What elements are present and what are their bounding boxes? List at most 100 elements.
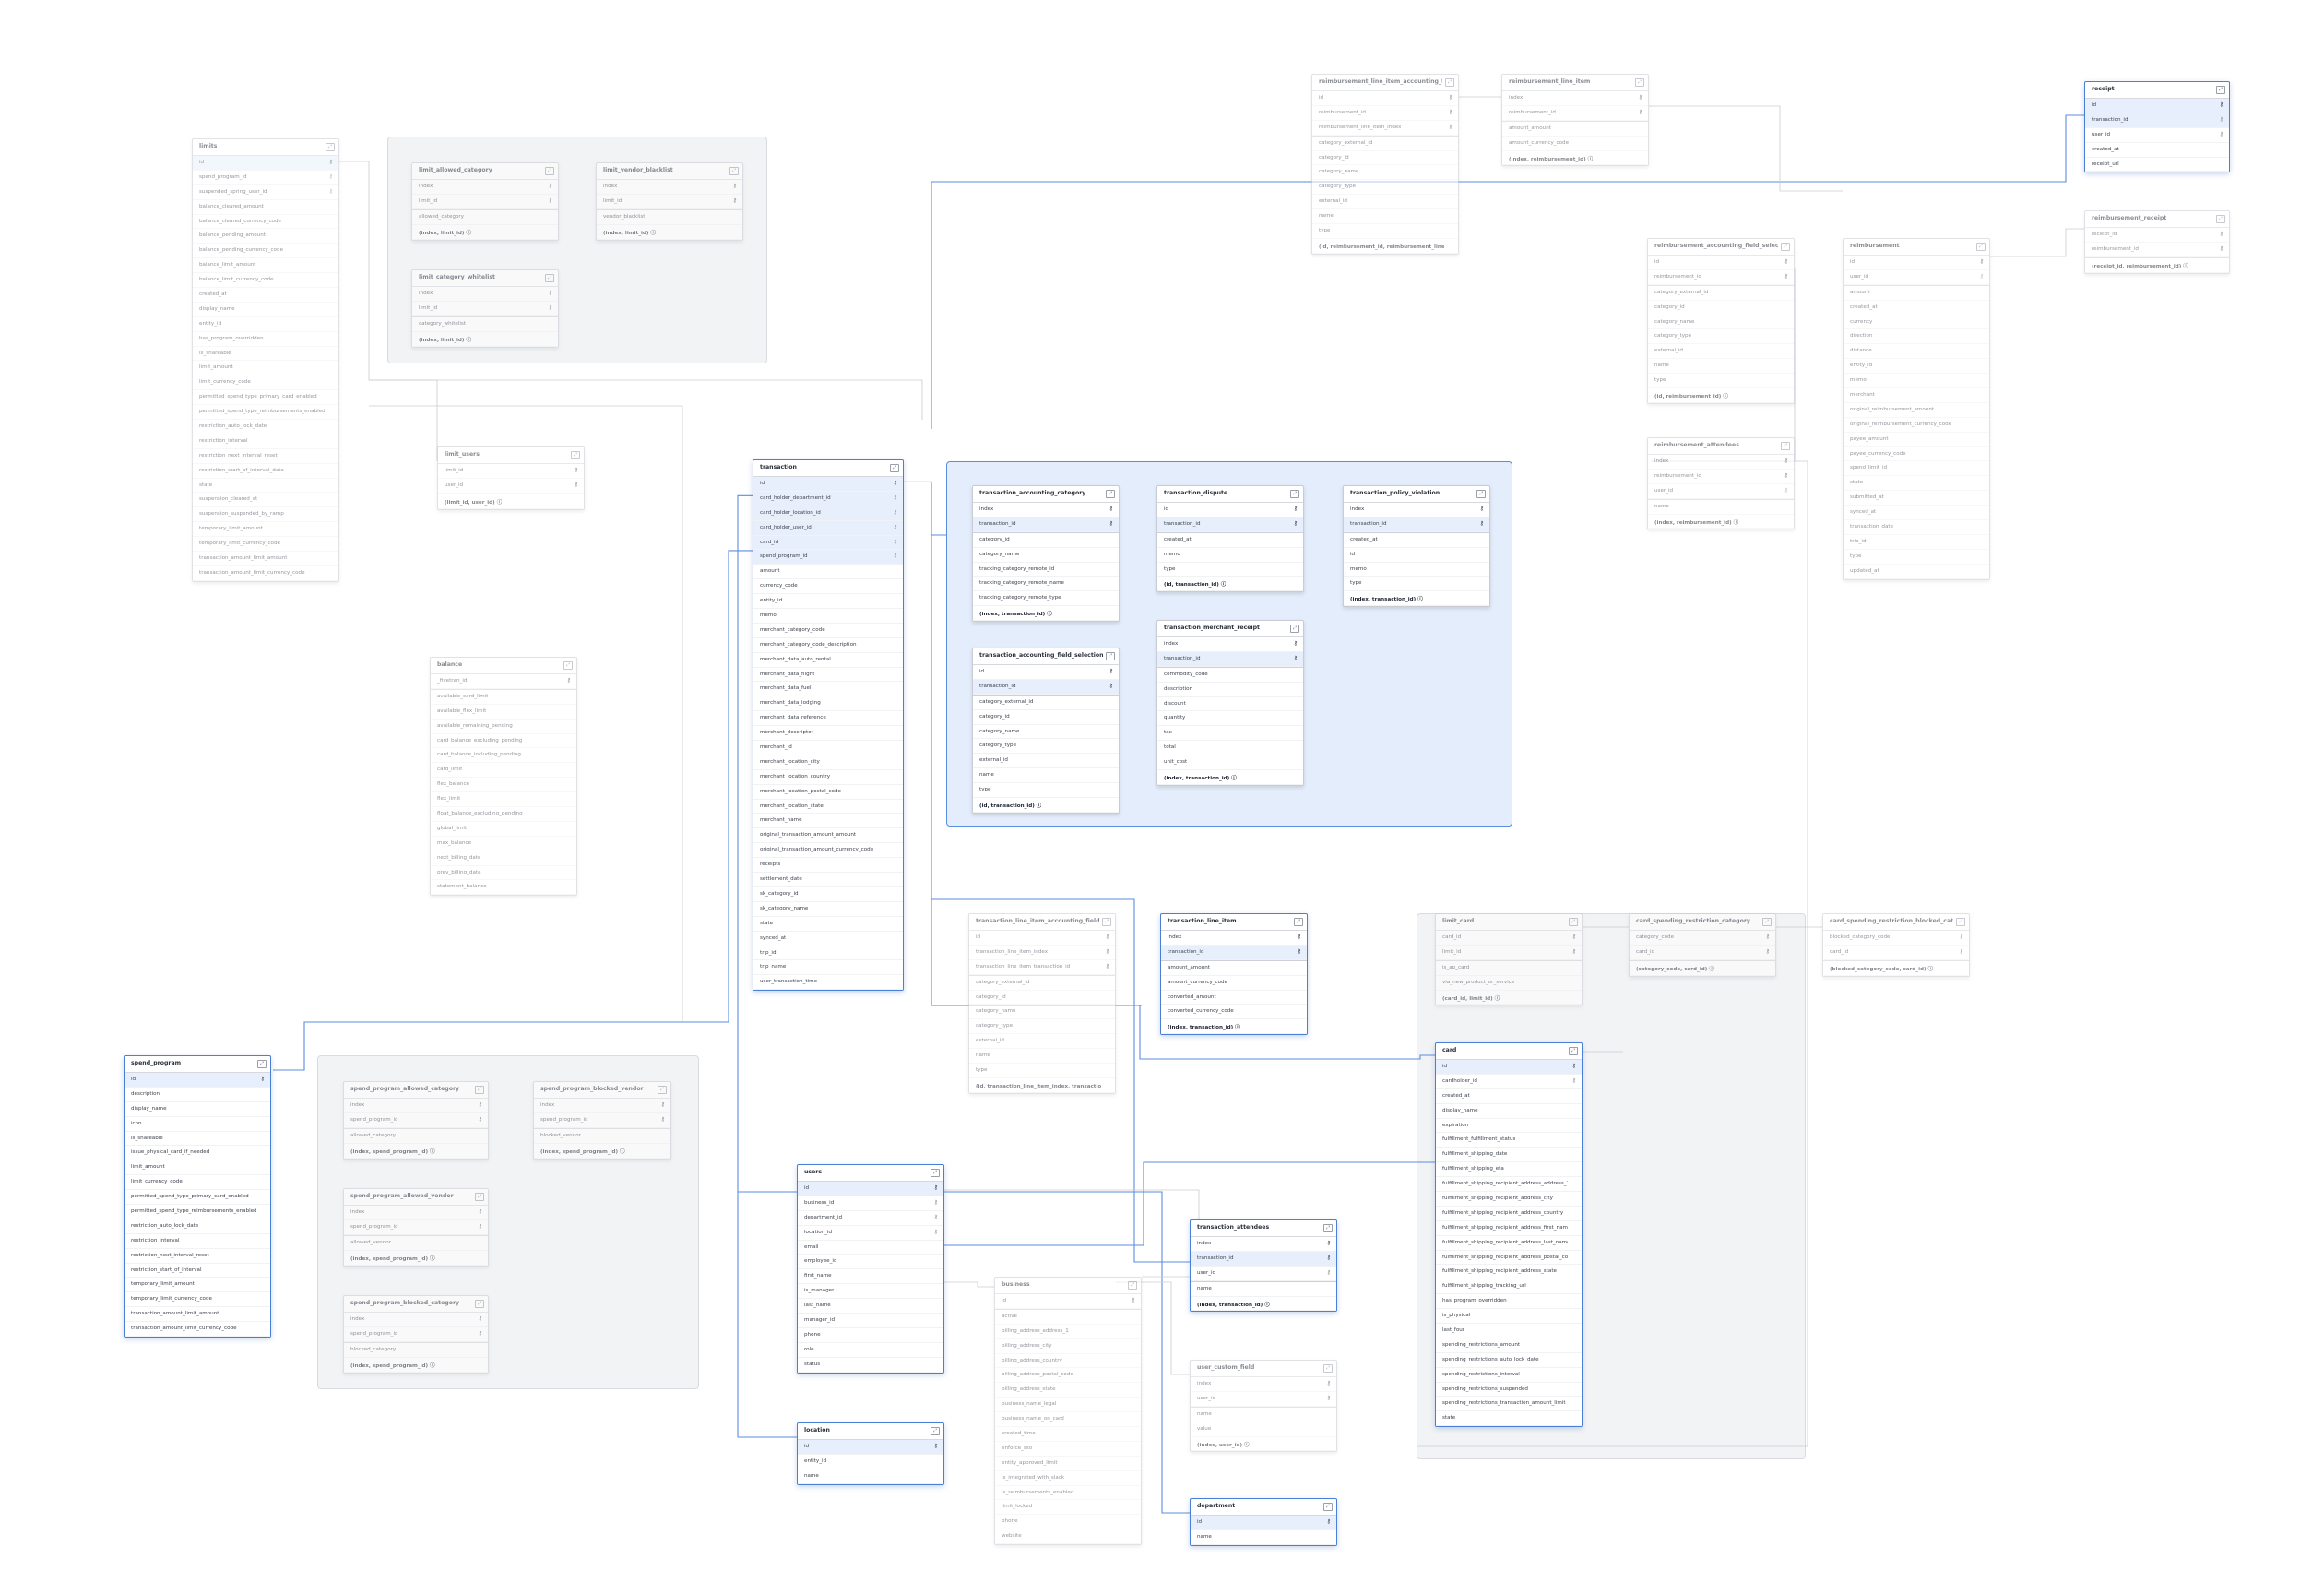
- column-row[interactable]: (index, spend_program_id) ⓘ: [344, 1358, 488, 1373]
- column-row[interactable]: is_reimbursements_enabled: [995, 1486, 1141, 1501]
- column-row[interactable]: limit_id⚷: [412, 195, 558, 209]
- table-header[interactable]: card⤢: [1436, 1043, 1582, 1060]
- table-header[interactable]: spend_program_blocked_vendor⤢: [534, 1082, 670, 1099]
- column-row[interactable]: category_type: [969, 1019, 1115, 1035]
- table-header[interactable]: balance⤢: [431, 658, 576, 674]
- expand-icon[interactable]: ⤢: [931, 1169, 940, 1177]
- column-row[interactable]: balance_pending_amount: [193, 229, 338, 244]
- expand-icon[interactable]: ⤢: [1323, 1364, 1333, 1373]
- column-row[interactable]: merchant_location_state: [753, 800, 903, 815]
- column-row[interactable]: restriction_auto_lock_date: [125, 1219, 270, 1234]
- column-row[interactable]: phone: [798, 1328, 943, 1343]
- table-reimb-acc-field[interactable]: reimbursement_accounting_field_selection…: [1647, 238, 1795, 404]
- table-header[interactable]: transaction_accounting_field_selection⤢: [973, 648, 1119, 665]
- expand-icon[interactable]: ⤢: [1635, 78, 1644, 87]
- column-row[interactable]: id⚷: [1312, 91, 1458, 106]
- column-row[interactable]: type: [1648, 374, 1794, 389]
- column-row[interactable]: card_balance_excluding_pending: [431, 734, 576, 749]
- column-row[interactable]: display_name: [125, 1102, 270, 1117]
- column-row[interactable]: business_id⚷: [798, 1196, 943, 1211]
- column-row[interactable]: transaction_id⚷: [1157, 517, 1303, 532]
- column-row[interactable]: name: [1312, 209, 1458, 225]
- column-row[interactable]: restriction_interval: [125, 1234, 270, 1249]
- table-tx-dispute[interactable]: transaction_dispute⤢id⚷transaction_id⚷cr…: [1156, 485, 1304, 593]
- expand-icon[interactable]: ⤢: [1323, 1224, 1333, 1232]
- expand-icon[interactable]: ⤢: [571, 451, 580, 459]
- column-row[interactable]: limit_currency_code: [125, 1175, 270, 1191]
- column-row[interactable]: limit_id⚷: [412, 302, 558, 316]
- column-row[interactable]: fulfillment_shipping_date: [1436, 1148, 1582, 1163]
- column-row[interactable]: external_id: [1648, 344, 1794, 360]
- column-row[interactable]: allowed_vendor: [344, 1234, 488, 1251]
- table-header[interactable]: limit_category_whitelist⤢: [412, 270, 558, 287]
- column-row[interactable]: balance_limit_currency_code: [193, 273, 338, 289]
- column-row[interactable]: is_shareable: [125, 1132, 270, 1147]
- table-header[interactable]: limit_card⤢: [1436, 914, 1582, 931]
- table-header[interactable]: transaction_line_item_accounting_field_s…: [969, 914, 1115, 931]
- table-users[interactable]: users⤢id⚷business_id⚷department_id⚷locat…: [797, 1164, 944, 1374]
- column-row[interactable]: currency_code: [753, 579, 903, 595]
- column-row[interactable]: fulfillment_shipping_recipient_address_c…: [1436, 1207, 1582, 1221]
- column-row[interactable]: category_id: [973, 531, 1119, 548]
- column-row[interactable]: created_at: [193, 288, 338, 303]
- column-row[interactable]: (index, limit_id) ⓘ: [412, 225, 558, 240]
- column-row[interactable]: merchant_category_code: [753, 624, 903, 638]
- column-row[interactable]: index⚷: [1191, 1377, 1336, 1392]
- column-row[interactable]: restriction_next_interval_reset: [125, 1249, 270, 1264]
- column-row[interactable]: reimbursement_id⚷: [1502, 106, 1648, 121]
- column-row[interactable]: trip_id: [753, 946, 903, 961]
- column-row[interactable]: merchant_data_reference: [753, 711, 903, 727]
- column-row[interactable]: restriction_next_interval_reset: [193, 449, 338, 464]
- column-row[interactable]: spend_program_id⚷: [534, 1113, 670, 1128]
- column-row[interactable]: limit_currency_code: [193, 375, 338, 391]
- column-row[interactable]: id⚷: [995, 1294, 1141, 1309]
- expand-icon[interactable]: ⤢: [1294, 918, 1303, 926]
- column-row[interactable]: fulfillment_shipping_recipient_address_f…: [1436, 1221, 1582, 1236]
- column-row[interactable]: location_id⚷: [798, 1226, 943, 1241]
- column-row[interactable]: fulfillment_shipping_recipient_address_s…: [1436, 1265, 1582, 1280]
- table-header[interactable]: spend_program_allowed_vendor⤢: [344, 1189, 488, 1206]
- column-row[interactable]: (index, transaction_id) ⓘ: [1344, 591, 1489, 607]
- table-header[interactable]: spend_program_allowed_category⤢: [344, 1082, 488, 1099]
- column-row[interactable]: category_whitelist: [412, 315, 558, 332]
- column-row[interactable]: merchant_location_postal_code: [753, 785, 903, 800]
- column-row[interactable]: entity_id: [753, 594, 903, 610]
- column-row[interactable]: merchant: [1844, 388, 1989, 403]
- expand-icon[interactable]: ⤢: [1762, 918, 1772, 926]
- column-row[interactable]: is_physical: [1436, 1309, 1582, 1325]
- column-row[interactable]: flex_balance: [431, 778, 576, 793]
- column-row[interactable]: role: [798, 1343, 943, 1358]
- column-row[interactable]: payee_currency_code: [1844, 447, 1989, 462]
- column-row[interactable]: transaction_id⚷: [1161, 945, 1307, 960]
- table-sp-allowed-vendor[interactable]: spend_program_allowed_vendor⤢index⚷spend…: [343, 1188, 489, 1267]
- column-row[interactable]: trip_id: [1844, 535, 1989, 550]
- column-row[interactable]: index⚷: [344, 1206, 488, 1220]
- expand-icon[interactable]: ⤢: [1569, 918, 1578, 926]
- column-row[interactable]: index⚷: [1191, 1237, 1336, 1252]
- column-row[interactable]: user_id⚷: [1648, 484, 1794, 499]
- table-header[interactable]: users⤢: [798, 1165, 943, 1182]
- column-row[interactable]: merchant_descriptor: [753, 726, 903, 742]
- column-row[interactable]: index⚷: [412, 180, 558, 195]
- column-row[interactable]: type: [1312, 224, 1458, 239]
- column-row[interactable]: spending_restrictions_auto_lock_date: [1436, 1353, 1582, 1368]
- table-header[interactable]: transaction_line_item⤢: [1161, 914, 1307, 931]
- column-row[interactable]: index⚷: [534, 1099, 670, 1113]
- table-sp-blocked-vendor[interactable]: spend_program_blocked_vendor⤢index⚷spend…: [533, 1081, 671, 1160]
- column-row[interactable]: billing_address_country: [995, 1354, 1141, 1369]
- expand-icon[interactable]: ⤢: [1976, 243, 1986, 251]
- column-row[interactable]: transaction_line_item_transaction_id⚷: [969, 960, 1115, 975]
- column-row[interactable]: category_type: [973, 739, 1119, 755]
- column-row[interactable]: name: [973, 768, 1119, 784]
- column-row[interactable]: fulfillment_shipping_recipient_address_l…: [1436, 1236, 1582, 1251]
- column-row[interactable]: (index, reimbursement_id) ⓘ: [1502, 151, 1648, 166]
- column-row[interactable]: (index, transaction_id) ⓘ: [1157, 770, 1303, 785]
- table-transaction[interactable]: transaction⤢id⚷card_holder_department_id…: [753, 459, 904, 992]
- column-row[interactable]: suspension_suspended_by_ramp: [193, 507, 338, 523]
- column-row[interactable]: phone: [995, 1515, 1141, 1530]
- column-row[interactable]: discount: [1157, 697, 1303, 712]
- table-limits[interactable]: limits⤢id⚷spend_program_id⚷suspended_spr…: [192, 138, 339, 582]
- column-row[interactable]: billing_address_state: [995, 1383, 1141, 1398]
- expand-icon[interactable]: ⤢: [475, 1300, 484, 1308]
